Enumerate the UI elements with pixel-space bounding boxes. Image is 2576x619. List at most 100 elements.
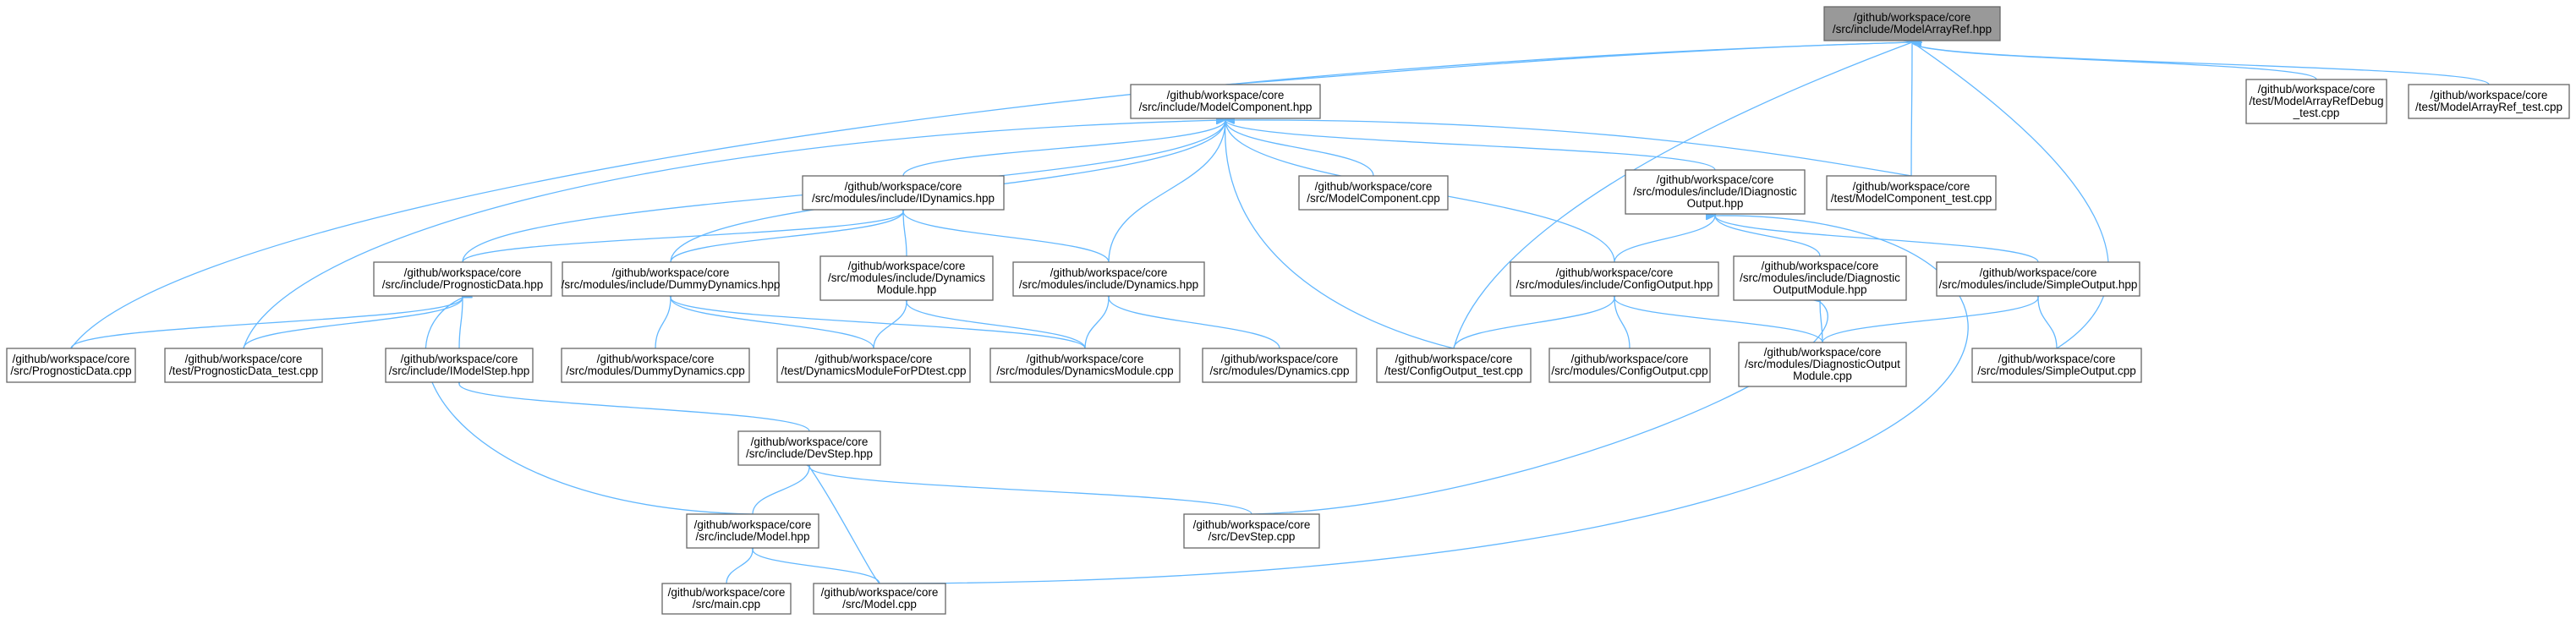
node-main-cpp[interactable]: /github/workspace/core/src/main.cpp [661, 583, 792, 615]
node-box [1298, 175, 1449, 211]
node-modelcomponent-cpp[interactable]: /github/workspace/core/src/ModelComponen… [1298, 175, 1449, 211]
node-idiagnosticoutput-hpp[interactable]: /github/workspace/core/src/modules/inclu… [1625, 169, 1806, 215]
edge-modelcomponent-hpp-to-dynamics-hpp [1108, 120, 1225, 263]
node-label-line: /src/modules/DiagnosticOutput [1745, 358, 1900, 370]
node-model-cpp[interactable]: /github/workspace/core/src/Model.cpp [813, 583, 946, 615]
edge-configoutput-hpp-to-configoutput-cpp [1614, 298, 1631, 349]
edge-line [1225, 120, 1716, 171]
node-simpleoutput-cpp[interactable]: /github/workspace/core/src/modules/Simpl… [1971, 348, 2142, 383]
node-label-line: /github/workspace/core [13, 353, 130, 365]
node-label-line: OutputModule.hpp [1773, 283, 1866, 296]
node-label-line: /src/modules/include/Dynamics [828, 271, 985, 284]
edge-line [70, 298, 463, 349]
node-label-line: /src/modules/include/DummyDynamics.hpp [562, 278, 781, 291]
node-imodelstep-hpp[interactable]: /github/workspace/core/src/include/IMode… [385, 348, 534, 383]
node-label-line: /github/workspace/core [1027, 353, 1144, 365]
node-idynamics-hpp[interactable]: /github/workspace/core/src/modules/inclu… [802, 175, 1005, 211]
node-dynamicsmoduleforpdtest[interactable]: /github/workspace/core/test/DynamicsModu… [776, 348, 971, 383]
edge-dynamicsmodule-hpp-to-dynamicsmodule-cpp [907, 302, 1086, 349]
node-prognosticdata-hpp[interactable]: /github/workspace/core/src/include/Progn… [373, 261, 552, 297]
node-configoutput-test[interactable]: /github/workspace/core/test/ConfigOutput… [1376, 348, 1532, 383]
node-model-hpp[interactable]: /github/workspace/core/src/include/Model… [686, 513, 819, 549]
edge-line [1715, 216, 2039, 263]
edge-modelarrayref-hpp-to-modelarrayref-test [1912, 42, 2490, 85]
edge-modelarrayref-hpp-to-configoutput-test [1453, 42, 1912, 349]
edge-modelcomponent-hpp-to-configoutput-test [1225, 120, 1455, 349]
node-label-line: /github/workspace/core [1193, 518, 1311, 531]
node-box [1826, 175, 1997, 211]
node-box [385, 348, 534, 383]
node-label-line: /src/modules/include/Diagnostic [1740, 271, 1900, 284]
node-label-line: /src/include/Model.hpp [695, 530, 809, 543]
edge-line [1822, 298, 2038, 343]
edge-dummydynamics-hpp-to-dynamicsmodule-cpp [671, 298, 1086, 349]
node-configoutput-hpp[interactable]: /github/workspace/core/src/modules/inclu… [1510, 261, 1719, 297]
edge-line [1912, 42, 2109, 349]
edge-line [1614, 298, 1631, 349]
edge-line [809, 467, 880, 584]
node-modelarrayrefdebug-test[interactable]: /github/workspace/core/test/ModelArrayRe… [2245, 79, 2387, 124]
node-label-line: /test/ModelComponent_test.cpp [1831, 192, 1992, 205]
edge-prognosticdata-hpp-to-prognosticdata-test [243, 298, 463, 349]
node-modelcomponent-hpp[interactable]: /github/workspace/core/src/include/Model… [1130, 84, 1321, 119]
node-prognosticdata-test[interactable]: /github/workspace/core/test/PrognosticDa… [164, 348, 323, 383]
edge-line [903, 211, 1110, 263]
edge-prognosticdata-hpp-to-imodelstep-hpp [459, 298, 463, 349]
node-box [1376, 348, 1532, 383]
edge-imodelstep-hpp-to-devstep-hpp [459, 384, 810, 432]
node-configoutput-cpp[interactable]: /github/workspace/core/src/modules/Confi… [1548, 348, 1711, 383]
edge-line [903, 211, 907, 257]
node-label-line: /src/modules/DynamicsModule.cpp [996, 364, 1173, 377]
edge-line [907, 302, 1086, 349]
node-box [1733, 255, 1907, 301]
node-modelarrayref-test[interactable]: /github/workspace/core/test/ModelArrayRe… [2408, 84, 2570, 119]
node-label-line: /src/modules/include/SimpleOutput.hpp [1939, 278, 2138, 291]
edge-line [1225, 120, 1455, 349]
node-dynamics-hpp[interactable]: /github/workspace/core/src/modules/inclu… [1012, 261, 1205, 297]
node-label-line: /src/Model.cpp [842, 598, 917, 611]
edge-modelarrayref-hpp-to-modelcomponent-hpp [1225, 42, 1912, 85]
node-dummydynamics-hpp[interactable]: /github/workspace/core/src/modules/inclu… [562, 261, 781, 297]
node-dynamics-cpp[interactable]: /github/workspace/core/src/modules/Dynam… [1202, 348, 1357, 383]
edge-line [902, 120, 1225, 177]
node-label-line: /src/main.cpp [693, 598, 760, 611]
node-label-line: /github/workspace/core [1395, 353, 1513, 365]
node-devstep-hpp[interactable]: /github/workspace/core/src/include/DevSt… [737, 430, 881, 466]
node-box [1738, 342, 1907, 387]
node-devstep-cpp[interactable]: /github/workspace/core/src/DevStep.cpp [1183, 513, 1320, 549]
edges-layer [70, 42, 2490, 584]
node-box [164, 348, 323, 383]
node-box [1012, 261, 1205, 297]
node-modelcomponent-test[interactable]: /github/workspace/core/test/ModelCompone… [1826, 175, 1997, 211]
node-label-line: /github/workspace/core [1657, 173, 1774, 186]
node-label-line: /github/workspace/core [821, 586, 939, 599]
node-label-line: /src/modules/ConfigOutput.cpp [1551, 364, 1707, 377]
node-label-line: /github/workspace/core [612, 266, 730, 279]
node-label-line: /github/workspace/core [404, 266, 522, 279]
node-box [776, 348, 971, 383]
edge-line [671, 298, 874, 349]
edge-prognosticdata-hpp-to-model-hpp [425, 298, 754, 515]
node-box [1202, 348, 1357, 383]
node-diagnosticoutputmodule-cpp[interactable]: /github/workspace/core/src/modules/Diagn… [1738, 342, 1907, 387]
edge-line [726, 550, 753, 584]
node-diagnosticoutputmodule-hpp[interactable]: /github/workspace/core/src/modules/inclu… [1733, 255, 1907, 301]
node-simpleoutput-hpp[interactable]: /github/workspace/core/src/modules/inclu… [1936, 261, 2140, 297]
edge-line [70, 42, 1912, 349]
node-dynamicsmodule-hpp[interactable]: /github/workspace/core/src/modules/inclu… [819, 255, 994, 301]
edge-line [879, 216, 1969, 584]
edge-line [1225, 120, 1374, 177]
node-box [1130, 84, 1321, 119]
edge-line [752, 467, 809, 515]
edge-dummydynamics-hpp-to-dummydynamics-cpp [655, 298, 671, 349]
edge-devstep-hpp-to-model-cpp [809, 467, 880, 584]
node-prognosticdata-cpp[interactable]: /github/workspace/core/src/PrognosticDat… [6, 348, 136, 383]
node-box [373, 261, 552, 297]
node-label-line: /github/workspace/core [845, 180, 962, 193]
node-label-line: /github/workspace/core [401, 353, 518, 365]
node-dummydynamics-cpp[interactable]: /github/workspace/core/src/modules/Dummy… [561, 348, 750, 383]
node-dynamicsmodule-cpp[interactable]: /github/workspace/core/src/modules/Dynam… [989, 348, 1181, 383]
edge-line [462, 211, 903, 263]
node-label-line: /src/include/ModelComponent.hpp [1139, 101, 1313, 113]
node-label-line: /src/modules/include/ConfigOutput.hpp [1516, 278, 1713, 291]
